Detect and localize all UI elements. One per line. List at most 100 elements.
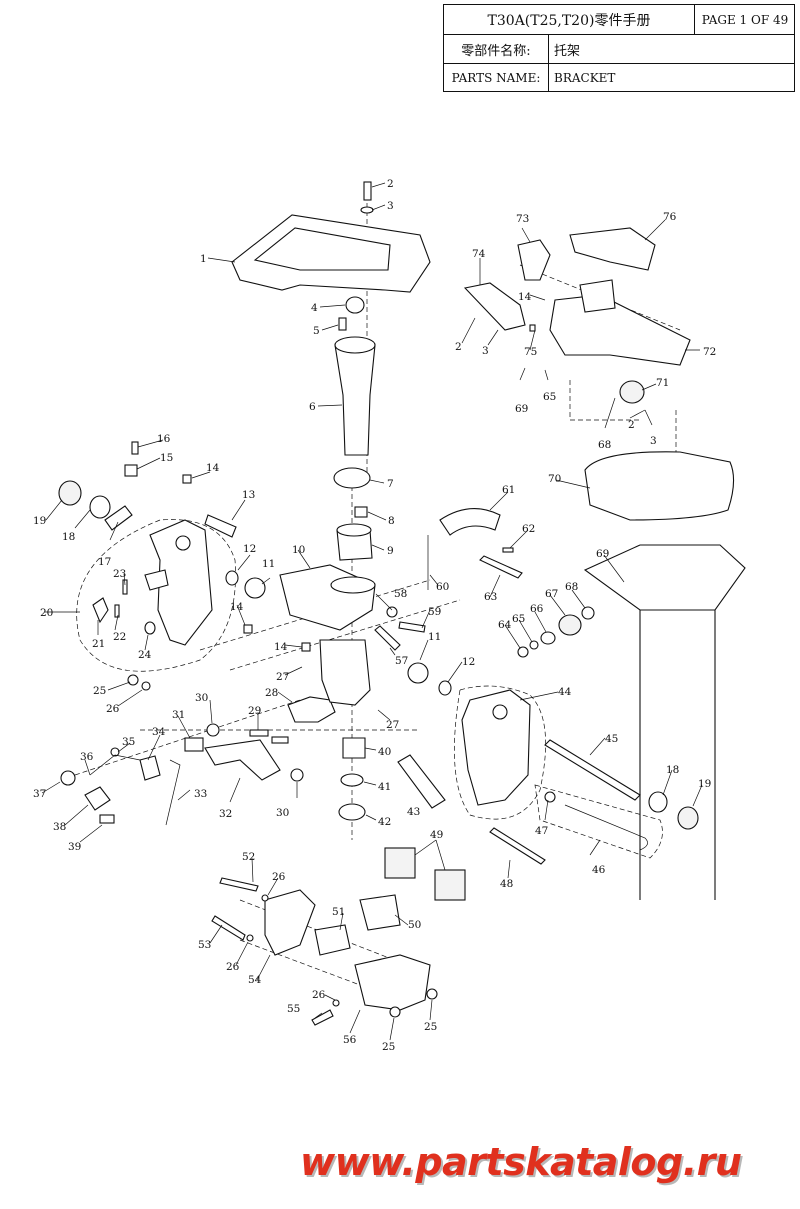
callout-68b: 68: [598, 439, 611, 451]
callout-26c: 26: [226, 961, 240, 973]
part-upper-mount-bracket: [549, 294, 691, 366]
part-pin: [204, 514, 237, 538]
part-clamp-bracket-left: [175, 535, 191, 551]
callout-20: 20: [40, 607, 53, 619]
callout-labels: 1 2 3 4 5 6 7 8 9 10 11 12 13 14 15 16 1…: [33, 178, 716, 1053]
part-clamp-arc: [439, 508, 501, 536]
callout-61: 61: [502, 484, 515, 496]
callout-65b: 65: [543, 391, 556, 403]
part-spring: [60, 770, 76, 786]
diagram-svg: 1 2 3 4 5 6 7 8 9 10 11 12 13 14 15 16 1…: [33, 178, 746, 1053]
callout-70: 70: [548, 473, 561, 485]
leader-lines: [41, 182, 703, 1041]
part-bolt: [398, 621, 426, 633]
part-nut: [127, 674, 139, 686]
callout-48: 48: [500, 878, 513, 890]
part-rubber-block: [384, 847, 416, 879]
part-mount-bracket: [264, 889, 316, 956]
callout-3: 3: [387, 200, 394, 212]
part-mount-rubber: [619, 380, 645, 404]
callout-76: 76: [663, 211, 677, 223]
part-pin: [131, 441, 139, 455]
callout-2c: 2: [455, 341, 462, 353]
callout-30b: 30: [276, 807, 289, 819]
part-washer: [141, 681, 151, 691]
part-swivel-arm: [319, 639, 371, 706]
part-bolt: [243, 624, 253, 634]
part-clip: [354, 506, 368, 518]
callout-71: 71: [656, 377, 669, 389]
part-bushing: [336, 523, 372, 537]
callout-10: 10: [292, 544, 305, 556]
part-mount-bracket: [354, 954, 431, 1011]
part-nut: [517, 646, 529, 658]
part-bushing: [244, 577, 266, 599]
callout-55: 55: [287, 1003, 300, 1015]
callout-19: 19: [33, 515, 46, 527]
exploded-parts-diagram: 1 2 3 4 5 6 7 8 9 10 11 12 13 14 15 16 1…: [0, 100, 800, 1140]
part-washer: [581, 606, 595, 620]
callout-4: 4: [311, 302, 318, 314]
callout-68: 68: [565, 581, 578, 593]
callout-16: 16: [157, 433, 171, 445]
callout-14d: 14: [518, 291, 532, 303]
part-arm: [463, 282, 526, 331]
part-spring-wire: [89, 754, 141, 776]
part-clamp-plate: [104, 505, 133, 531]
callout-6: 6: [309, 401, 316, 413]
callout-60: 60: [436, 581, 449, 593]
part-through-bolt: [544, 739, 641, 801]
part-knob: [58, 480, 82, 506]
callout-37: 37: [33, 788, 46, 800]
part-swivel-shaft: [334, 344, 376, 456]
callout-7: 7: [387, 478, 394, 490]
callout-47: 47: [535, 825, 548, 837]
divider: [548, 35, 549, 64]
part-knob: [677, 806, 699, 830]
part-holder: [84, 786, 111, 811]
subassembly-outline: [76, 519, 236, 672]
part-top-cowl-bracket: [569, 227, 656, 271]
part-washer: [332, 999, 340, 1007]
part-spring: [249, 729, 269, 737]
part-spring: [114, 604, 120, 618]
part-rubber-block: [434, 869, 466, 901]
part-o-ring: [340, 773, 364, 787]
part-bolt: [206, 723, 220, 737]
part-pin: [502, 547, 514, 553]
part-washer: [261, 894, 269, 902]
part-swivel-shaft: [334, 336, 376, 354]
callout-36: 36: [80, 751, 94, 763]
callout-53: 53: [198, 939, 211, 951]
callout-65: 65: [512, 613, 525, 625]
callout-49: 49: [430, 829, 443, 841]
callout-3c: 3: [482, 345, 489, 357]
callout-12b: 12: [462, 656, 475, 668]
part-tilt-lock-lever: [204, 739, 281, 781]
callout-33: 33: [194, 788, 207, 800]
callout-63: 63: [484, 591, 497, 603]
part-tilt-stopper: [287, 696, 336, 723]
callout-50: 50: [408, 919, 421, 931]
part-spring: [122, 579, 128, 595]
callout-72: 72: [703, 346, 716, 358]
part-bushing: [144, 621, 156, 635]
part-spacer: [544, 791, 556, 803]
callout-21: 21: [92, 638, 105, 650]
en-name-row: PARTS NAME: BRACKET: [444, 64, 794, 91]
part-tilt-rod: [564, 804, 648, 851]
callout-74: 74: [472, 248, 486, 260]
callout-17: 17: [98, 556, 111, 568]
part-handle-frame: [253, 227, 391, 271]
callout-69b: 69: [515, 403, 528, 415]
part-lever-cover: [184, 737, 204, 752]
part-gasket: [584, 451, 735, 521]
part-swivel-bracket: [330, 576, 376, 594]
part-bolt: [363, 181, 372, 201]
part-pad: [99, 814, 115, 824]
callout-14c: 14: [274, 641, 288, 653]
callout-18b: 18: [666, 764, 679, 776]
callout-45: 45: [605, 733, 618, 745]
callout-19b: 19: [698, 778, 711, 790]
callout-62: 62: [522, 523, 535, 535]
